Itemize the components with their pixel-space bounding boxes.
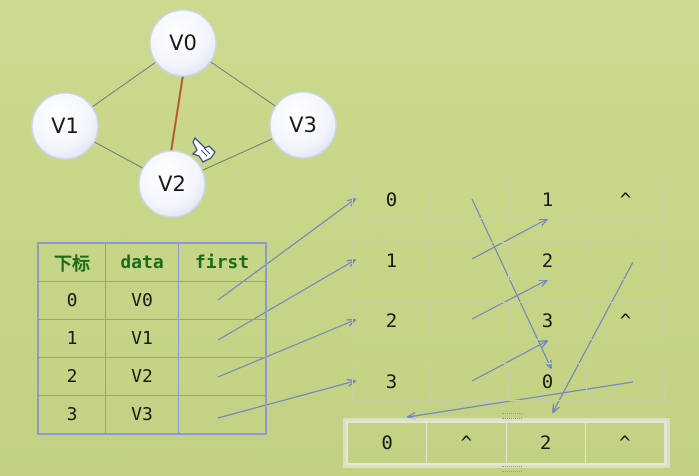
graph-node-v1: V1	[31, 92, 99, 160]
selection-handle-top[interactable]	[502, 413, 522, 419]
edge-node-cell: 3	[353, 364, 431, 400]
cell-data: V0	[105, 281, 179, 320]
vertex-table-header: 下标 data first	[37, 242, 267, 282]
cell-index: 1	[37, 319, 106, 358]
node-label-v1: V1	[51, 114, 79, 138]
header-data: data	[105, 242, 179, 282]
next-arrow-1	[471, 219, 547, 260]
cell-index: 2	[37, 357, 106, 396]
edge-node-cell: 2	[507, 423, 586, 463]
edge-node-cell: 0	[348, 423, 428, 463]
cell-data: V3	[105, 395, 179, 435]
table-row: 2 V2	[37, 357, 267, 396]
edge-node-cell: 1	[509, 182, 587, 218]
edge-node-cell: 3	[509, 303, 587, 339]
edge-node-cell	[431, 243, 509, 279]
edge-node-cell	[431, 303, 509, 339]
edge-node-cell	[587, 243, 664, 279]
edge-node-cell: ^	[619, 189, 632, 211]
edge-node-cell	[431, 182, 509, 218]
cell-data: V1	[105, 319, 179, 358]
edge-node-cell: 1	[353, 243, 431, 279]
edge-node-cell: 2	[509, 243, 587, 279]
cell-first	[178, 281, 267, 320]
vertex-table: 下标 data first 0 V0 1 V1 2 V2 3 V3	[37, 242, 267, 435]
edge-node-cell: 2	[353, 303, 431, 339]
graph-node-v0: V0	[149, 9, 217, 77]
edge-node-row-1: 1 2	[352, 242, 665, 280]
edge-node-row-3: 3 0	[352, 363, 665, 401]
edge-node-row-4-selected[interactable]: 0 ^ 2 ^	[346, 421, 667, 465]
next-arrow-2	[471, 280, 547, 320]
edge-node-cell: ^	[586, 423, 665, 463]
edge-node-cell: ^	[619, 310, 632, 332]
graph-node-v2: V2	[138, 150, 206, 218]
edge-node-cell	[431, 364, 509, 400]
header-first: first	[178, 242, 267, 282]
edge-node-cell: ^	[427, 423, 507, 463]
next-arrow-3	[471, 341, 547, 382]
table-row: 0 V0	[37, 281, 267, 320]
edge-node-cell: 0	[353, 182, 431, 218]
node-label-v2: V2	[158, 172, 186, 196]
node-label-v0: V0	[169, 31, 197, 55]
edge-v0-v2-highlighted	[170, 74, 184, 153]
next-arrow-5	[408, 381, 634, 417]
cell-first	[178, 395, 267, 435]
selection-handle-bottom[interactable]	[502, 466, 522, 472]
edge-node-cell	[587, 364, 664, 400]
cell-first	[178, 357, 267, 396]
cell-index: 0	[37, 281, 106, 320]
edge-node-row-0: 0 1 ^	[352, 181, 665, 219]
table-row: 3 V3	[37, 395, 267, 435]
cell-index: 3	[37, 395, 106, 435]
cell-first	[178, 319, 267, 358]
cell-data: V2	[105, 357, 179, 396]
edge-node-row-2: 2 3 ^	[352, 302, 665, 340]
next-arrow-4	[553, 261, 634, 412]
node-label-v3: V3	[289, 113, 317, 137]
edge-node-cell: 0	[509, 364, 587, 400]
pointing-hand-icon	[191, 136, 216, 163]
header-index: 下标	[37, 242, 106, 282]
table-row: 1 V1	[37, 319, 267, 358]
graph-node-v3: V3	[269, 91, 337, 159]
